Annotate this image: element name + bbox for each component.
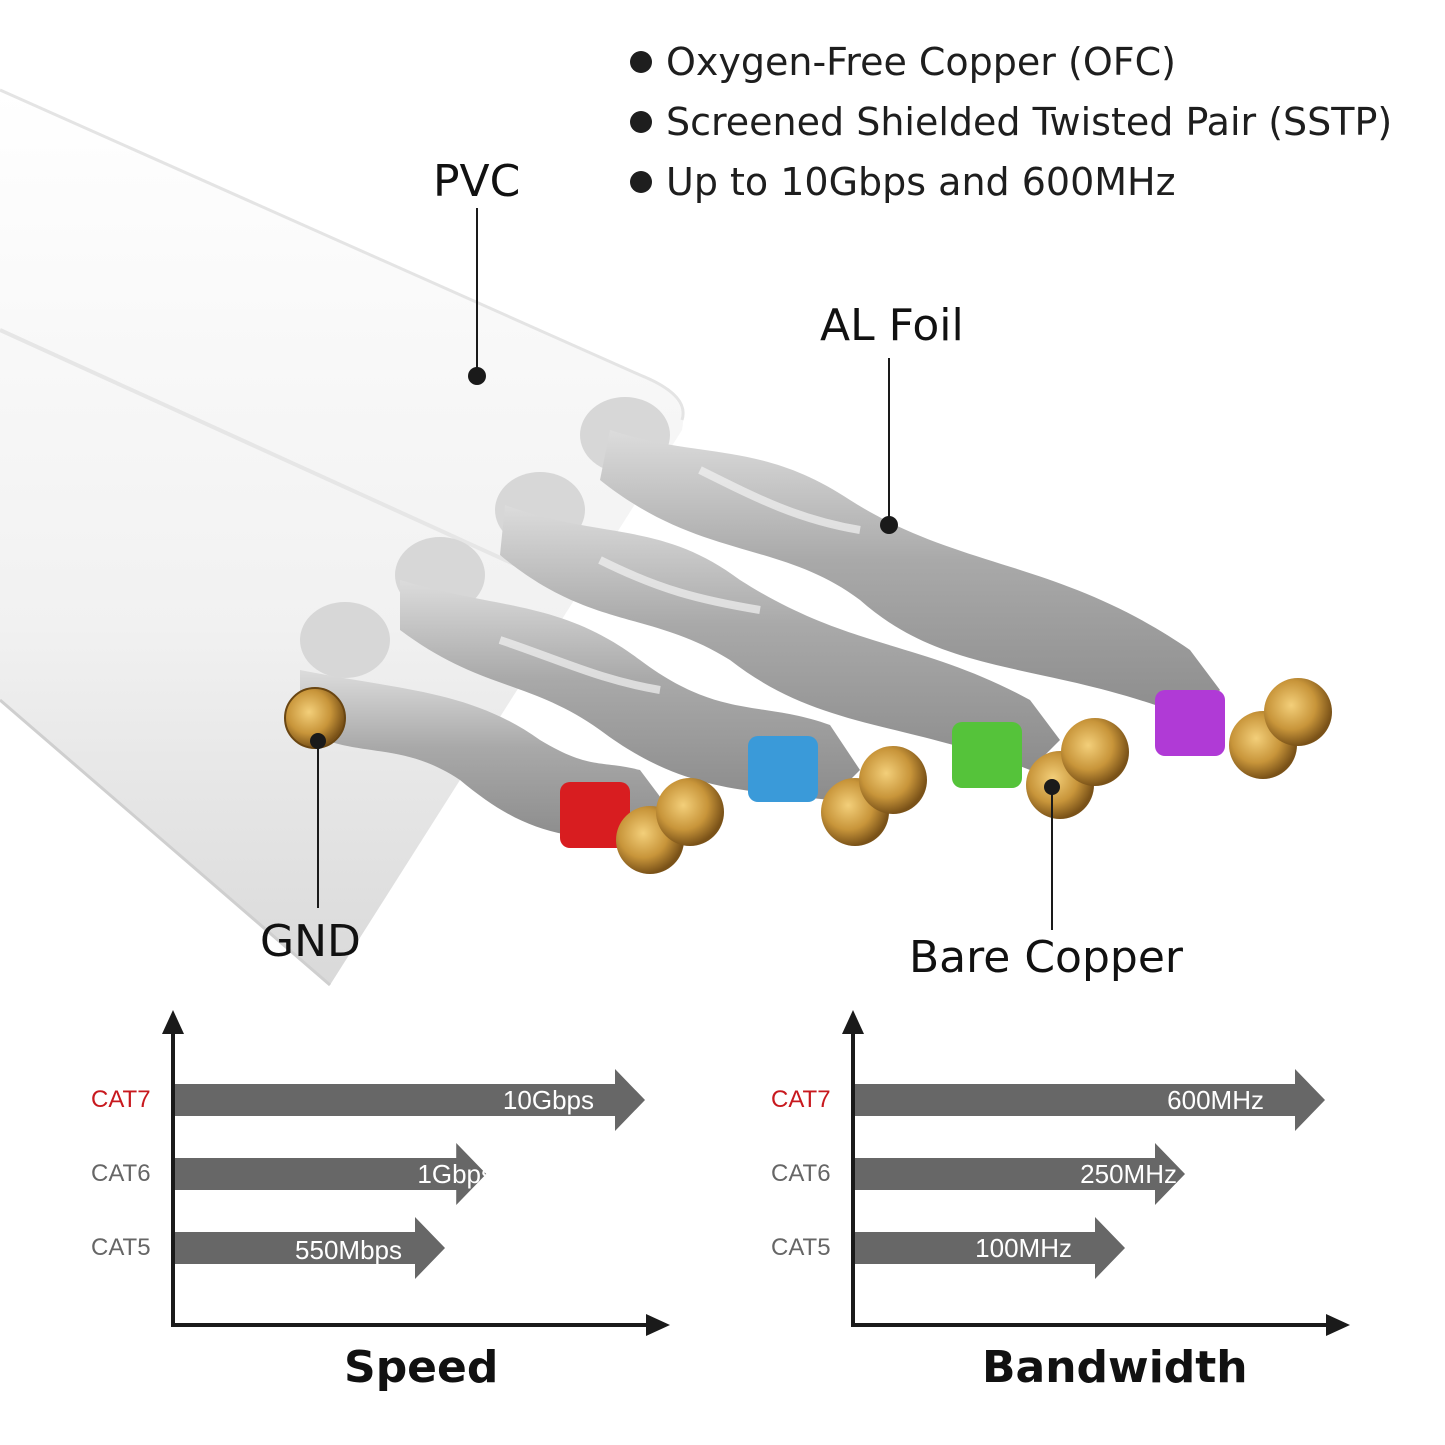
callout-al-foil: AL Foil (820, 300, 964, 351)
bandwidth-chart-axes (842, 1010, 1350, 1336)
speed-value-label-cat7: 10Gbps (502, 1085, 594, 1115)
feature-list: Oxygen-Free Copper (OFC) Screened Shield… (628, 32, 1392, 212)
pair-purple (1155, 678, 1332, 779)
speed-bar-cat7 (175, 1069, 645, 1131)
al-foil-pairs (300, 430, 1220, 840)
feature-text: Oxygen-Free Copper (OFC) (666, 40, 1176, 84)
bandwidth-value-label-cat5: 100MHz (975, 1233, 1072, 1263)
feature-item-ofc: Oxygen-Free Copper (OFC) (628, 32, 1392, 92)
bandwidth-cat-label-cat6: CAT6 (771, 1160, 831, 1187)
speed-value-label-cat6: 1Gbps (417, 1159, 494, 1189)
speed-cat-label-cat5: CAT5 (91, 1234, 151, 1261)
pair-green (952, 718, 1129, 819)
feature-text: Up to 10Gbps and 600MHz (666, 160, 1176, 204)
bandwidth-value-label-cat7: 600MHz (1167, 1085, 1264, 1115)
feature-item-sstp: Screened Shielded Twisted Pair (SSTP) (628, 92, 1392, 152)
speed-value-label-cat5: 550Mbps (295, 1235, 402, 1265)
speed-chart-axes (162, 1010, 670, 1336)
speed-axis-title: Speed (344, 1342, 499, 1393)
bandwidth-axis-title: Bandwidth (982, 1342, 1248, 1393)
pair-red (560, 778, 724, 874)
bullet-icon (630, 111, 652, 133)
bandwidth-bar-cat7 (855, 1069, 1325, 1131)
bullet-icon (630, 171, 652, 193)
speed-bar-cat6 (175, 1143, 487, 1205)
bandwidth-bar-cat5 (855, 1217, 1125, 1279)
bandwidth-bar-cat6 (855, 1143, 1185, 1205)
callout-pvc: PVC (433, 156, 521, 207)
feature-item-speed: Up to 10Gbps and 600MHz (628, 152, 1392, 212)
callout-gnd: GND (260, 916, 361, 967)
leader-lines (310, 208, 1060, 930)
speed-cat-label-cat7: CAT7 (91, 1086, 151, 1113)
bandwidth-value-label-cat6: 250MHz (1080, 1159, 1177, 1189)
bullet-icon (630, 51, 652, 73)
bandwidth-cat-label-cat5: CAT5 (771, 1234, 831, 1261)
callout-bare-copper: Bare Copper (909, 932, 1183, 983)
pair-blue (748, 736, 927, 846)
bandwidth-cat-label-cat7: CAT7 (771, 1086, 831, 1113)
speed-cat-label-cat6: CAT6 (91, 1160, 151, 1187)
feature-text: Screened Shielded Twisted Pair (SSTP) (666, 100, 1393, 144)
speed-bar-cat5 (175, 1217, 445, 1279)
